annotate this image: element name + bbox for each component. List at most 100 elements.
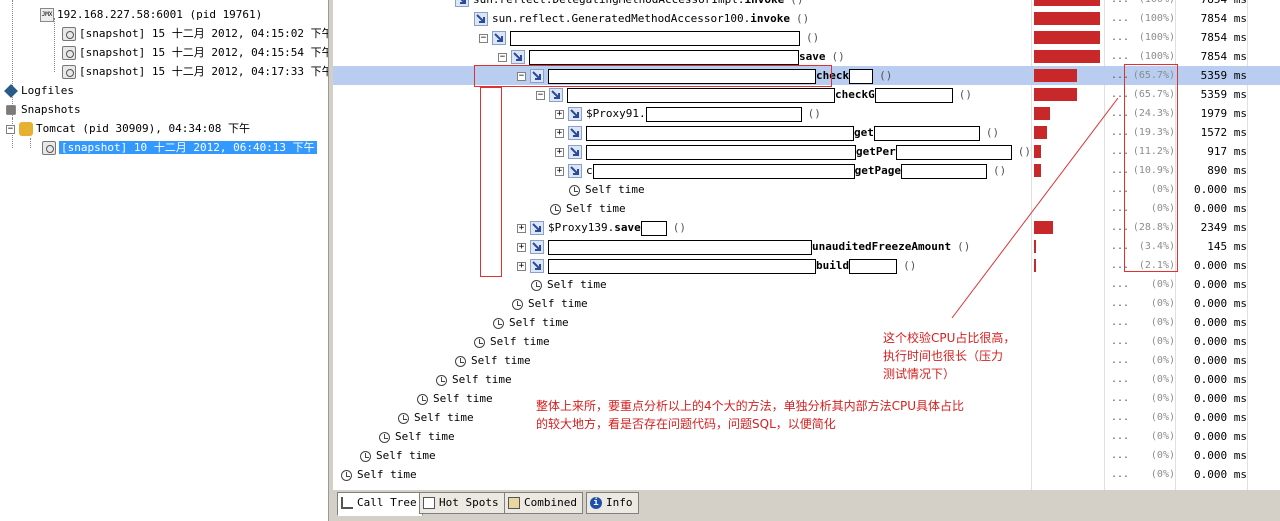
call-tree-row[interactable]: Self time...(0%)0.000 ms [333,199,1280,218]
call-tree-row[interactable]: Self time...(0%)0.000 ms [333,180,1280,199]
call-tree-row[interactable]: +$Proxy139.save()...(28.8%)2349 ms [333,218,1280,237]
method-class-label: Self time [547,278,607,291]
method-class-label: sun.reflect.DelegatingMethodAccessorImpl… [473,0,745,6]
percent-cell: ...(0%) [1111,450,1175,461]
call-tree-row[interactable]: Self time...(0%)0.000 ms [333,294,1280,313]
time-cell: 0.000 ms [1194,392,1247,405]
redacted-block [645,106,802,122]
call-tree-row[interactable]: +$Proxy91.()...(24.3%)1979 ms [333,104,1280,123]
tab-combined[interactable]: Combined [504,492,583,514]
expand-icon[interactable]: + [555,127,564,138]
collapse-icon[interactable]: − [498,51,507,62]
call-tree-row[interactable]: Self time...(0%)0.000 ms [333,465,1280,484]
percent-cell: ...(19.3%) [1111,127,1175,138]
tree-item-selected-snapshot[interactable]: [snapshot] 10 十二月 2012, 06:40:13 下午 [42,138,317,157]
call-tree-row[interactable]: +unauditedFreezeAmount()...(3.4%)145 ms [333,237,1280,256]
call-tree-row[interactable]: −check()...(65.7%)5359 ms [333,66,1280,85]
call-tree-row[interactable]: Self time...(0%)0.000 ms [333,370,1280,389]
call-tree-row[interactable]: +build()...(2.1%)0.000 ms [333,256,1280,275]
collapse-icon[interactable]: − [517,70,526,81]
call-tree-row[interactable]: −checkG()...(65.7%)5359 ms [333,85,1280,104]
tab-hot-spots[interactable]: Hot Spots [419,492,505,514]
call-tree-row[interactable]: Self time...(0%)0.000 ms [333,275,1280,294]
call-tree-row[interactable]: Self time...(0%)0.000 ms [333,389,1280,408]
tree-item-logfiles[interactable]: Logfiles [4,81,74,100]
call-tree-row[interactable]: +get()...(19.3%)1572 ms [333,123,1280,142]
call-tree-row[interactable]: Self time...(0%)0.000 ms [333,427,1280,446]
tree-item-snapshot-2[interactable]: [snapshot] 15 十二月 2012, 04:15:54 下午 [62,43,328,62]
call-tree-row[interactable]: Self time...(0%)0.000 ms [333,351,1280,370]
call-tree-row[interactable]: Self time...(0%)0.000 ms [333,313,1280,332]
hot-spots-icon [423,497,435,509]
expand-icon[interactable]: + [555,146,564,157]
time-cell: 7854 ms [1175,0,1247,9]
method-class-label: Self time [528,297,588,310]
call-tree-row[interactable]: −save()...(100%)7854 ms [333,47,1280,66]
tree-item-snapshot-1[interactable]: [snapshot] 15 十二月 2012, 04:15:02 下午 [62,24,328,43]
expand-icon[interactable]: + [517,222,526,233]
method-params: () [958,88,972,101]
method-arrow-icon [492,31,506,45]
call-tree-row[interactable]: sun.reflect.DelegatingMethodAccessorImpl… [333,0,1280,9]
tab-call-tree[interactable]: Call Tree [337,492,423,516]
call-tree-icon [341,497,353,509]
time-cell: 1572 ms [1200,126,1247,139]
time-cell: 0.000 ms [1194,183,1247,196]
time-cell: 5359 ms [1200,88,1247,101]
expand-icon[interactable]: + [517,260,526,271]
method-class-label: Self time [357,468,417,481]
tree-item-snapshots[interactable]: Snapshots [4,100,81,119]
tree-item-snapshot-3[interactable]: [snapshot] 15 十二月 2012, 04:17:33 下午 [62,62,328,81]
call-tree-row[interactable]: +getPer()...(11.2%)917 ms [333,142,1280,161]
method-name-label: invoke [750,12,791,25]
splitter[interactable] [329,0,333,521]
percent-cell: ...(0%) [1111,336,1175,347]
expand-icon[interactable]: + [517,241,526,252]
time-bar [1034,31,1100,44]
method-class-label: $Proxy91. [586,107,646,120]
call-tree-row[interactable]: sun.reflect.GeneratedMethodAccessor100.i… [333,9,1280,28]
clock-icon [550,203,561,215]
time-cell: 0.000 ms [1194,468,1247,481]
method-class-label: Self time [452,373,512,386]
redacted-block [586,144,856,160]
call-tree-panel: sun.reflect.DelegatingMethodAccessorImpl… [333,0,1280,490]
method-params: () [1017,145,1031,158]
time-cell: 7854 ms [1200,50,1247,63]
redacted-block [548,258,816,274]
collapse-icon[interactable]: − [536,89,545,100]
method-params: () [985,126,1000,139]
call-tree-row[interactable]: −()...(100%)7854 ms [333,28,1280,47]
time-cell: 0.000 ms [1194,373,1247,386]
tree-item-tomcat[interactable]: −Tomcat (pid 30909), 04:34:08 下午 [6,122,251,136]
redacted-block [548,239,812,255]
clock-icon [455,355,466,367]
collapse-icon[interactable]: − [6,123,15,134]
method-arrow-icon [568,107,582,121]
clock-icon [569,184,580,196]
method-arrow-icon [568,126,582,140]
call-tree-row[interactable]: Self time...(0%)0.000 ms [333,446,1280,465]
collapse-icon[interactable]: − [479,32,488,43]
clock-icon [531,279,542,291]
time-cell: 0.000 ms [1194,297,1247,310]
logfiles-icon [4,84,18,98]
expand-icon[interactable]: + [555,165,564,176]
method-arrow-icon [530,69,544,83]
clock-icon [493,317,504,329]
call-tree-row[interactable]: Self time...(0%)0.000 ms [333,332,1280,351]
expand-icon[interactable]: + [555,108,564,119]
annotation-note-check: 这个校验CPU占比很高， 执行时间也很长（压力 测试情况下） [883,331,1016,381]
percent-cell: ...(11.2%) [1111,146,1175,157]
percent-cell: ...(0%) [1111,431,1175,442]
time-bar [1034,0,1100,6]
percent-cell: ...(28.8%) [1111,222,1175,233]
time-cell: 145 ms [1207,240,1247,253]
redacted-block [849,68,874,84]
method-name-label: check [816,69,850,82]
method-arrow-icon [474,12,488,26]
call-tree-row[interactable]: Self time...(0%)0.000 ms [333,408,1280,427]
